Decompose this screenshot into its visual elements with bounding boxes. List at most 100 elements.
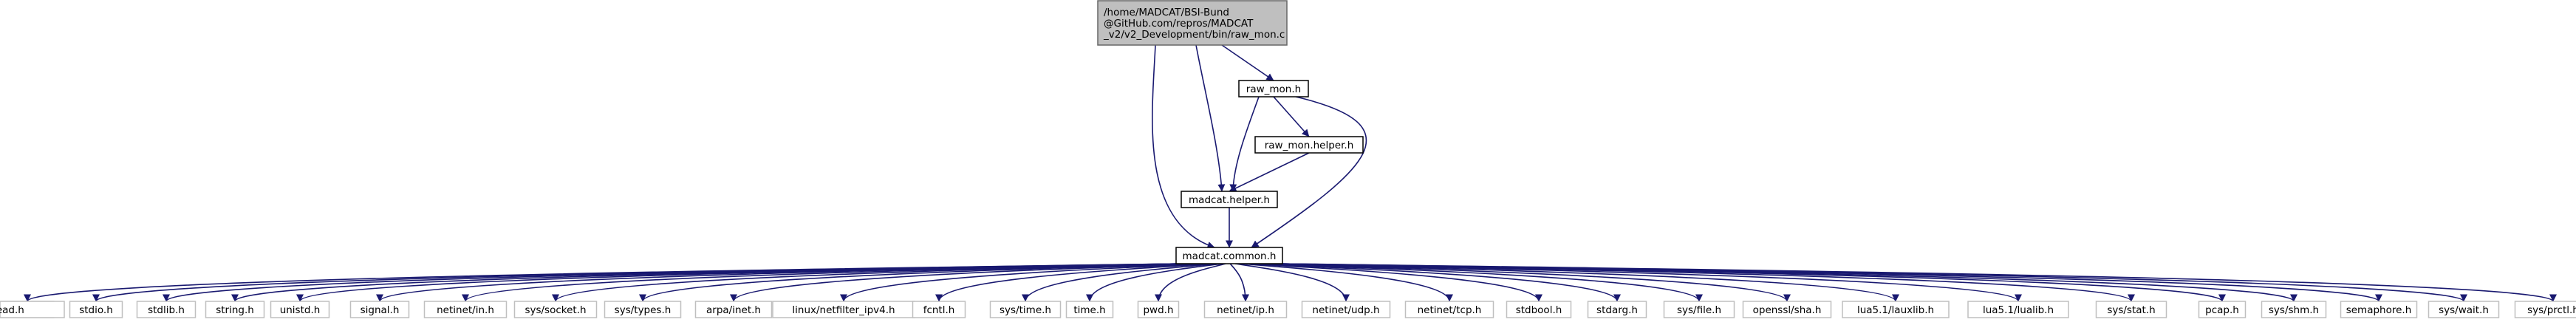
node-box: [1181, 191, 1278, 208]
node-netinet-tcp-h[interactable]: netinet/tcp.h: [1404, 301, 1494, 318]
node-pwd-h[interactable]: pwd.h: [1137, 301, 1180, 318]
node-box: [205, 301, 265, 318]
edge-madcat_common_h-to-arpa_inet_h: [730, 263, 1205, 302]
edge-madcat_common_h-to-sys_time_h: [1022, 263, 1220, 302]
node-stdlib-h[interactable]: stdlib.h: [136, 301, 197, 318]
node-pcap-h[interactable]: pcap.h: [2198, 301, 2247, 318]
edge-madcat_common_h-to-netinet_udp_h: [1234, 263, 1350, 302]
node-label: /home/MADCAT/BSI-Bund: [1104, 7, 1229, 18]
edge-root-to-madcat_common_h: [1152, 44, 1215, 249]
edge-madcat_common_h-to-linux_netfilter_ipv4_h: [840, 263, 1210, 302]
node-label: pcap.h: [2205, 304, 2239, 316]
node-sys-socket-h[interactable]: sys/socket.h: [513, 301, 598, 318]
node-box: [69, 301, 123, 318]
node-string-h[interactable]: string.h: [205, 301, 265, 318]
edge-madcat_common_h-to-sys_prctl_h: [1279, 263, 2557, 302]
node-box: [1842, 301, 1950, 318]
node-label: stdarg.h: [1596, 304, 1638, 316]
node-unistd-h[interactable]: unistd.h: [270, 301, 330, 318]
node-sys-time-h[interactable]: sys/time.h: [989, 301, 1062, 318]
node-box: [1254, 136, 1364, 154]
node-label: raw_mon.helper.h: [1265, 140, 1354, 151]
node-box: [1238, 80, 1309, 98]
node-madcat-common-h[interactable]: madcat.common.h: [1175, 247, 1283, 264]
node-madcat-helper-h[interactable]: madcat.helper.h: [1181, 191, 1278, 208]
node-arpa-inet-h[interactable]: arpa/inet.h: [694, 301, 773, 318]
node-box: [1097, 0, 1288, 46]
node-label: lua5.1/lauxlib.h: [1857, 304, 1934, 316]
node-box: [2198, 301, 2247, 318]
node-time-h[interactable]: time.h: [1065, 301, 1114, 318]
node-box: [1663, 301, 1735, 318]
node-box: [912, 301, 966, 318]
node-linux-netfilter-ipv4-h[interactable]: linux/netfilter_ipv4.h: [772, 301, 915, 318]
node-sys-prctl-h[interactable]: sys/prctl.h: [2514, 301, 2576, 318]
node-box: [1301, 301, 1391, 318]
node-sys-shm-h[interactable]: sys/shm.h: [2261, 301, 2327, 318]
edge-madcat_common_h-to-time_h: [1086, 263, 1223, 302]
node-stdio-h[interactable]: stdio.h: [69, 301, 123, 318]
node-label: pwd.h: [1143, 304, 1173, 316]
node-label: netinet/in.h: [437, 304, 494, 316]
node-box: [2261, 301, 2327, 318]
node-box: [513, 301, 598, 318]
node-sys-types-h[interactable]: sys/types.h: [604, 301, 682, 318]
node-label: sys/shm.h: [2269, 304, 2319, 316]
node-box: [1404, 301, 1494, 318]
edge-raw_mon_h-to-madcat_helper_h: [1229, 96, 1260, 192]
edge-raw_mon_helper_h-to-madcat_helper_h: [1229, 152, 1310, 192]
node-label: sys/prctl.h: [2527, 304, 2576, 316]
node-raw-mon-h[interactable]: raw_mon.h: [1238, 80, 1309, 98]
node-label: @GitHub.com/repros/MADCAT: [1104, 18, 1254, 30]
edge-madcat_common_h-to-sys_socket_h: [552, 263, 1196, 302]
node-stdbool-h[interactable]: stdbool.h: [1506, 301, 1572, 318]
node-box: [423, 301, 508, 318]
node-label: netinet/udp.h: [1312, 304, 1379, 316]
node-netinet-ip-h[interactable]: netinet/ip.h: [1203, 301, 1288, 318]
edge-root-to-madcat_helper_h: [1195, 44, 1226, 192]
edge-madcat_common_h-to-stdbool_h: [1244, 263, 1542, 302]
node-netinet-udp-h[interactable]: netinet/udp.h: [1301, 301, 1391, 318]
node-semaphore-h[interactable]: semaphore.h: [2340, 301, 2418, 318]
node-signal-h[interactable]: signal.h: [349, 301, 410, 318]
node-lua5-1-lauxlib-h[interactable]: lua5.1/lauxlib.h: [1842, 301, 1950, 318]
node-box: [1137, 301, 1180, 318]
node-box: [989, 301, 1062, 318]
node-label: time.h: [1073, 304, 1105, 316]
node-label: pthread.h: [0, 304, 24, 316]
node-box: [1967, 301, 2069, 318]
node-label: fcntl.h: [923, 304, 955, 316]
node-raw-mon-helper-h[interactable]: raw_mon.helper.h: [1254, 136, 1364, 154]
node-fcntl-h[interactable]: fcntl.h: [912, 301, 966, 318]
node-label: netinet/ip.h: [1217, 304, 1274, 316]
node-label: unistd.h: [280, 304, 321, 316]
edge-madcat_common_h-to-semaphore_h: [1279, 263, 2382, 302]
node-label: openssl/sha.h: [1753, 304, 1822, 316]
node-label: _v2/v2_Development/bin/raw_mon.c: [1103, 29, 1285, 41]
node-box: [2428, 301, 2500, 318]
node-label: lua5.1/lualib.h: [1983, 304, 2054, 316]
node-stdarg-h[interactable]: stdarg.h: [1587, 301, 1647, 318]
node-label: linux/netfilter_ipv4.h: [792, 304, 895, 316]
edge-raw_mon_h-to-madcat_common_h: [1251, 96, 1367, 248]
node-pthread-h[interactable]: pthread.h: [0, 301, 65, 318]
node-label: string.h: [216, 304, 254, 316]
node-lua5-1-lualib-h[interactable]: lua5.1/lualib.h: [1967, 301, 2069, 318]
node-label: signal.h: [361, 304, 400, 316]
node-netinet-in-h[interactable]: netinet/in.h: [423, 301, 508, 318]
edge-madcat_common_h-to-fcntl_h: [935, 263, 1215, 302]
node-box: [136, 301, 197, 318]
node-label: semaphore.h: [2346, 304, 2412, 316]
node-box: [694, 301, 773, 318]
node-label: sys/wait.h: [2439, 304, 2489, 316]
node-label: sys/socket.h: [525, 304, 586, 316]
node-box: [2340, 301, 2418, 318]
node-openssl-sha-h[interactable]: openssl/sha.h: [1742, 301, 1832, 318]
node-box: [1203, 301, 1288, 318]
edge-madcat_common_h-to-netinet_ip_h: [1229, 263, 1249, 302]
node-sys-wait-h[interactable]: sys/wait.h: [2428, 301, 2500, 318]
node-sys-file-h[interactable]: sys/file.h: [1663, 301, 1735, 318]
node-sys-stat-h[interactable]: sys/stat.h: [2095, 301, 2167, 318]
node-root[interactable]: /home/MADCAT/BSI-Bund@GitHub.com/repros/…: [1097, 0, 1288, 46]
